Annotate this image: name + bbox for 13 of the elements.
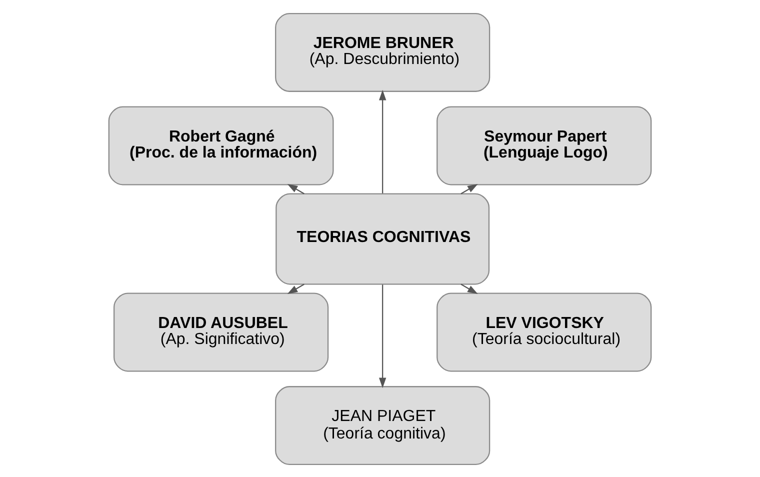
node-box: Seymour Papert (Lenguaje Logo) [436, 106, 652, 185]
node-box: JEROME BRUNER (Ap. Descubrimiento) [275, 12, 490, 92]
node-box: LEV VIGOTSKY (Teoría sociocultural) [436, 292, 652, 372]
node-box: Robert Gagné (Proc. de la información) [108, 106, 334, 185]
node-box: DAVID AUSUBEL (Ap. Significativo) [113, 292, 329, 372]
arrow [460, 283, 478, 294]
arrow [460, 183, 478, 194]
arrow [287, 283, 304, 294]
arrow [378, 284, 386, 388]
node-box: JEAN PIAGET (Teoría cognitiva) [275, 386, 490, 464]
arrow [378, 89, 386, 193]
arrow [287, 183, 304, 194]
node-box: TEORIAS COGNITIVAS [276, 192, 490, 284]
